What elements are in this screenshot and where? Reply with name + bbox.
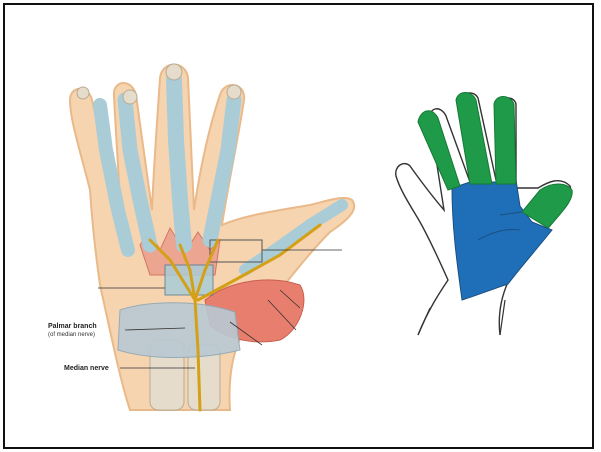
label-median-nerve: Median nerve	[64, 365, 109, 372]
hand-anatomy-illustration: Palmar branch (of median nerve) Median n…	[48, 64, 354, 410]
flexor-retinaculum	[118, 303, 240, 358]
fingertip-index	[123, 90, 137, 104]
median-nerve-sensory-map	[396, 93, 572, 336]
ring-tendon-sheath	[174, 80, 184, 245]
label-palmar-branch-sub: (of median nerve)	[48, 332, 95, 338]
green-ring-region	[494, 97, 516, 185]
label-palmar-branch: Palmar branch	[48, 323, 97, 330]
fingertip-little	[77, 87, 89, 99]
fingertip-middle	[166, 64, 182, 80]
fingertip-ring	[227, 85, 241, 99]
